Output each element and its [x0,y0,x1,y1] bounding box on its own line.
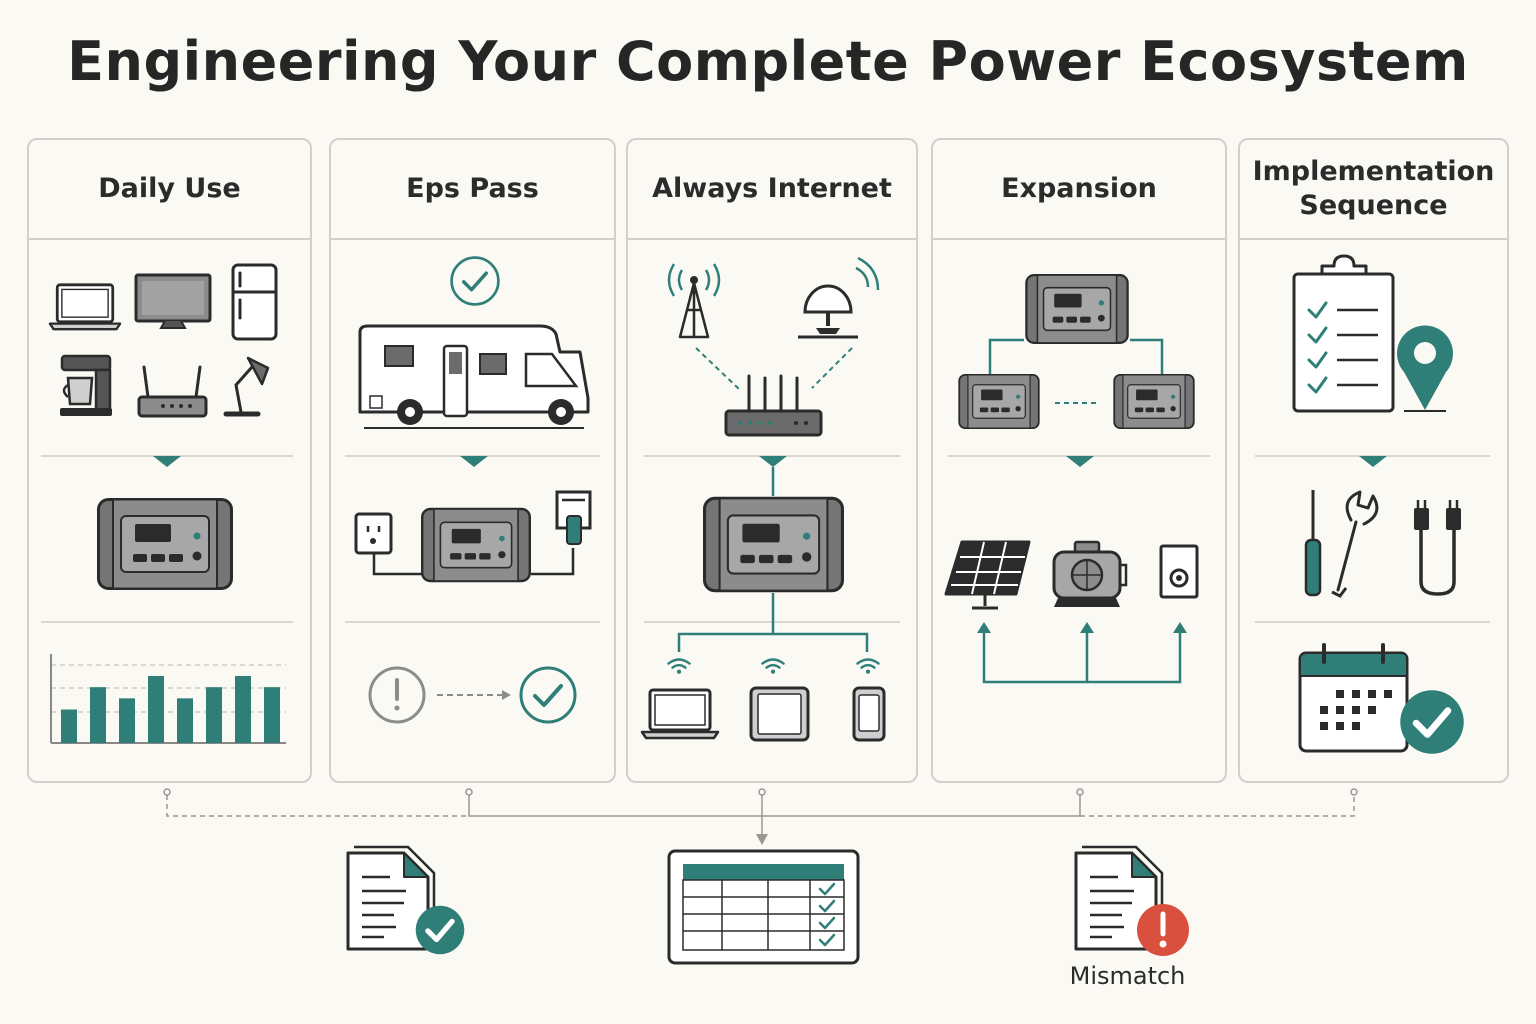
divider [345,621,600,623]
panel-title-implementation-sequence: Implementation Sequence [1240,140,1507,240]
page-title: Engineering Your Complete Power Ecosyste… [67,30,1469,93]
cable-line [531,548,575,576]
usage-bar [264,687,280,743]
power-station-icon [703,496,844,593]
usage-bar [235,676,251,743]
wifi-icon [761,658,785,675]
usage-bar [148,676,164,743]
usage-bar [206,687,222,743]
eps-switch-icon [555,490,592,545]
wifi-icon [667,658,691,675]
panel-always-internet: Always Internet [626,138,918,783]
power-station-icon [97,498,233,590]
panel-merge-connector [163,788,1358,838]
router-icon [724,374,823,437]
flow-arrow-down [759,456,787,467]
input-sources-arrows [977,622,1187,684]
mismatch-label: Mismatch [1069,962,1186,990]
wrench-icon [1331,490,1379,598]
error-alert-icon [1137,904,1189,956]
warning-circle-icon [368,666,426,724]
check-badge-icon [1400,690,1463,753]
wall-charger-icon [1159,544,1199,599]
flow-arrow-down [153,456,181,467]
warning-to-check-transition [368,666,511,724]
panel-title-expansion: Expansion [933,140,1225,240]
wall-outlet-icon [354,512,393,555]
smartphone-icon [852,686,886,742]
panel-title-always-internet: Always Internet [628,140,916,240]
rv-motorhome-icon [358,324,590,429]
usage-bar [61,709,77,743]
coffee-maker-icon [60,354,112,416]
location-pin-icon [1397,325,1454,412]
panel-title-daily-use: Daily Use [29,140,310,240]
desk-lamp-icon [223,356,270,417]
laptop-icon [640,688,720,740]
cell-tower-icon [667,263,721,339]
satellite-dish-icon [798,256,880,339]
wifi-icon [856,658,880,675]
spreadsheet-icon [667,849,860,965]
generator-icon [1052,540,1128,607]
panel-title-eps-pass: Eps Pass [331,140,614,240]
screwdriver-icon [1304,490,1322,597]
usage-bar [90,687,106,743]
usage-bar [177,698,193,743]
connector-line [677,593,869,652]
laptop-icon [48,283,122,331]
extra-battery-icon [1113,374,1195,429]
divider [41,621,293,623]
divider [1255,621,1490,623]
power-cable-icon [1414,500,1461,596]
daily-use-devices [48,263,278,418]
check-badge-icon [416,906,465,955]
signal-link-line [695,347,853,391]
daily-usage-chart [50,654,286,744]
extra-battery-icon [958,374,1040,429]
calendar-icon [1298,643,1409,753]
tablet-icon [749,686,810,742]
checklist-clipboard-icon [1292,254,1395,413]
router-icon [137,365,208,418]
flow-arrow-down [460,456,488,467]
check-circle-icon [449,255,501,307]
connector-line [988,338,1164,374]
flow-arrow-down [1359,456,1387,467]
cable-line [372,553,423,576]
power-station-icon [1025,274,1129,344]
merge-arrow [756,834,768,845]
usage-bar [119,698,135,743]
power-station-icon [421,507,531,583]
refrigerator-icon [231,263,278,341]
flow-arrow-down [1066,456,1094,467]
solar-panel-icon [944,540,1031,610]
tv-icon [134,273,212,329]
check-circle-icon [519,666,577,724]
